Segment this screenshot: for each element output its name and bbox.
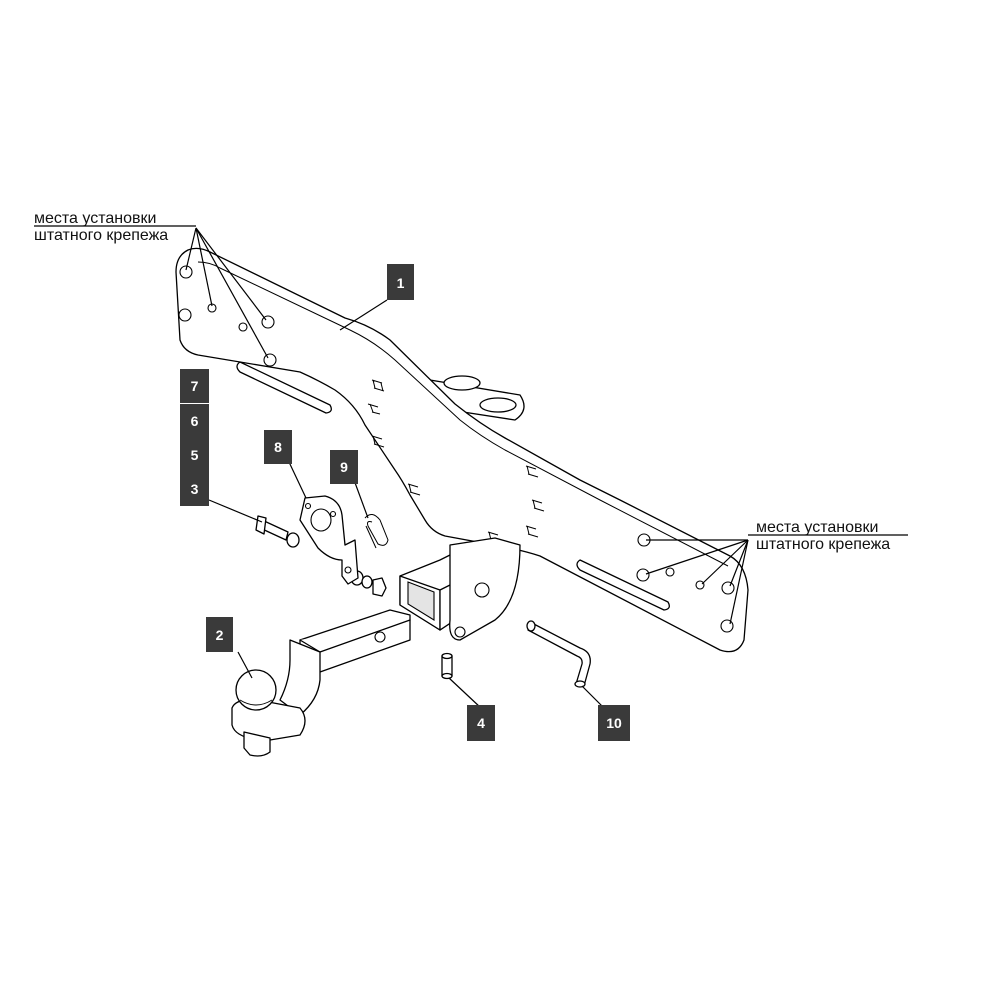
mount-hole [636, 568, 650, 582]
svg-text:штатного крепежа: штатного крепежа [756, 536, 890, 553]
receiver-tube [399, 537, 521, 641]
nut-part-7 [372, 577, 387, 597]
mount-slot [236, 361, 332, 414]
svg-text:1: 1 [397, 275, 405, 291]
ball-mount [231, 609, 411, 757]
svg-text:4: 4 [477, 715, 485, 731]
callout-6: 6 [180, 404, 209, 438]
mount-hole [721, 581, 735, 595]
svg-text:10: 10 [606, 715, 622, 731]
callout-5: 5 [180, 438, 209, 472]
cross-beam-plate [175, 247, 749, 653]
mount-hole [179, 265, 193, 279]
callout-1: 1 [387, 264, 414, 300]
mount-hole [238, 322, 248, 332]
svg-text:2: 2 [216, 627, 224, 643]
svg-text:3: 3 [191, 481, 199, 497]
callout-9: 9 [330, 450, 358, 484]
leader-lines [185, 227, 749, 709]
svg-text:5: 5 [191, 447, 199, 463]
callout-7: 7 [180, 369, 209, 403]
mount-slot [576, 559, 670, 611]
mount-hole [178, 308, 192, 322]
bolt-part-3 [255, 515, 289, 541]
svg-text:места установки: места установки [756, 519, 878, 536]
washer-part-5 [286, 532, 300, 548]
note-left: места установки штатного крепежа [34, 210, 196, 244]
hitch-pin-part-10 [526, 620, 591, 688]
center-fasteners [367, 379, 545, 544]
callout-4: 4 [467, 705, 495, 741]
bolt-part-4 [441, 652, 453, 680]
svg-text:8: 8 [274, 439, 282, 455]
mount-hole [665, 567, 675, 577]
washer-part-6b [361, 575, 373, 589]
spring-clip-part-9 [364, 514, 389, 549]
mount-hole [720, 619, 734, 633]
svg-text:места установки: места установки [34, 210, 156, 227]
svg-text:7: 7 [191, 378, 199, 394]
socket-bracket-part-8 [299, 495, 359, 585]
mount-hole [695, 580, 705, 590]
callout-8: 8 [264, 430, 292, 464]
svg-text:штатного крепежа: штатного крепежа [34, 227, 168, 244]
tow-ball [235, 669, 277, 711]
svg-text:9: 9 [340, 459, 348, 475]
svg-text:6: 6 [191, 413, 199, 429]
callout-10: 10 [598, 705, 630, 741]
callout-3: 3 [180, 472, 209, 506]
callout-2: 2 [206, 617, 233, 652]
note-right: места установки штатного крепежа [748, 519, 908, 553]
mount-hole [263, 353, 277, 367]
